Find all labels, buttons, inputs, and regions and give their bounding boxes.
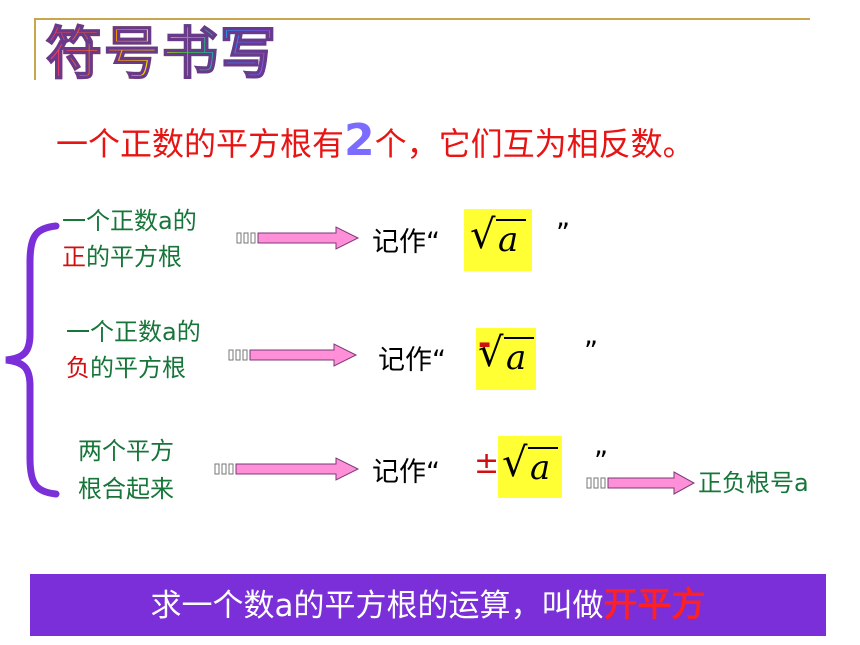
row2-desc-red: 负 [66,354,90,382]
row1-desc-rest: 的平方根 [86,243,182,271]
row3-sqrt-expression: √ a [502,440,560,496]
left-frame-line [34,18,36,80]
reading-text: 正负根号a [698,469,809,497]
row1-radicand: a [498,220,519,260]
row2-radicand: a [506,338,527,378]
row3-radical-bar [528,447,558,449]
statement-after: 个，它们互为相反数。 [374,125,695,163]
row1-close-quote: ” [556,218,570,249]
row1-desc-line2: 正的平方根 [62,240,182,274]
slide-title: 符号书写 [45,20,278,90]
row3-plusminus-sign: ± [474,446,500,481]
row3-close-quote: ” [594,446,608,477]
row1-label: 记作“ [372,227,440,258]
row2-sqrt-expression: √ a [478,330,536,386]
row3-radicand: a [530,448,551,488]
row1-radical-bar [496,219,526,221]
row2-desc-rest: 的平方根 [90,354,186,382]
row3-label: 记作“ [372,457,440,488]
row2-desc-line1: 一个正数a的 [66,318,201,346]
row2-minus-sign: - [478,324,492,362]
banner-emphasis: 开平方 [603,585,706,625]
row1-arrow-icon [236,226,360,250]
row2-close-quote: ” [584,336,598,367]
left-brace [5,222,60,498]
top-frame-line [34,18,810,20]
row2-radical-icon: √ [478,330,504,376]
row3-radical-icon: √ [502,440,528,486]
statement-number: 2 [344,115,375,166]
row1-sqrt-expression: √ a [470,212,530,268]
row3-desc-line2: 根合起来 [78,472,174,506]
reading-arrow-icon [586,471,696,495]
row3-desc-rest: 根合起来 [78,475,174,503]
definition-banner: 求一个数a的平方根的运算，叫做开平方 [30,574,826,636]
row3-highlight [498,436,562,498]
row1-desc-line1: 一个正数a的 [62,207,197,235]
banner-text: 求一个数a的平方根的运算，叫做开平方 [30,574,826,637]
row3-arrow-icon [214,457,360,481]
main-statement: 一个正数的平方根有2个，它们互为相反数。 [56,118,695,167]
statement-before: 一个正数的平方根有 [56,125,345,163]
row2-desc-line2: 负的平方根 [66,351,186,385]
row2-arrow-icon [228,343,358,367]
banner-before: 求一个数a的平方根的运算，叫做 [150,588,604,624]
row2-label: 记作“ [378,345,446,376]
row1-radical-icon: √ [470,212,496,258]
row3-desc-line1: 两个平方 [78,437,174,465]
row2-radical-bar [504,337,534,339]
row1-desc-red: 正 [62,243,86,271]
